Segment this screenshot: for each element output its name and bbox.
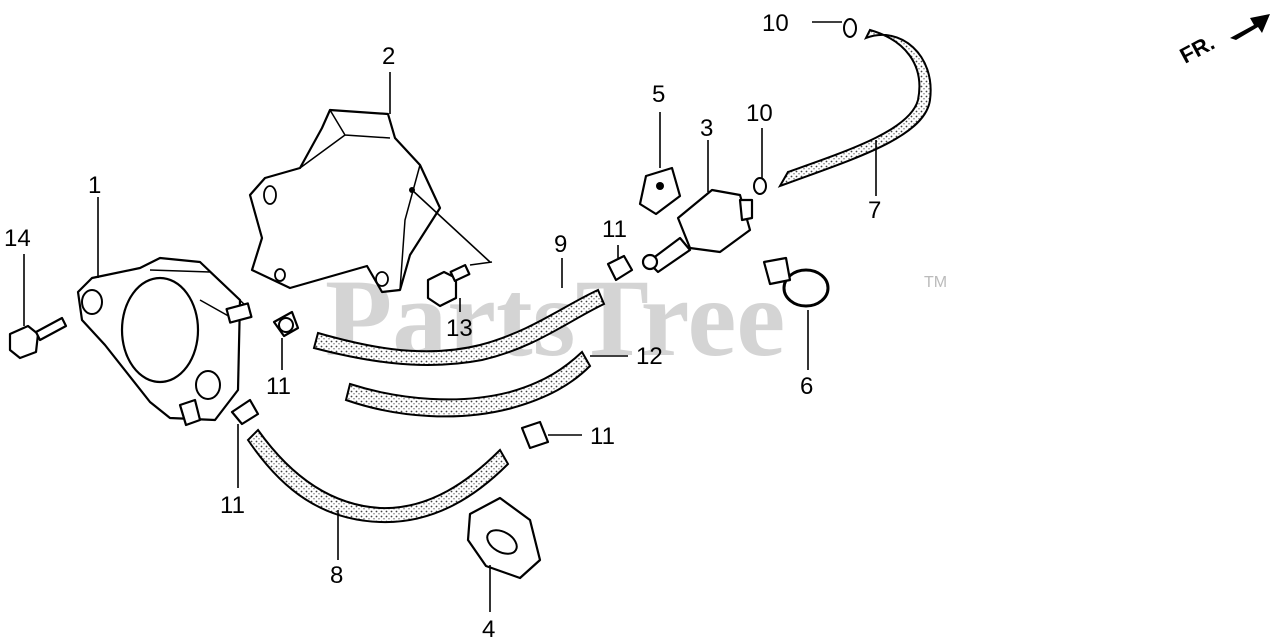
callout-11-right: 11	[590, 423, 615, 450]
callout-5: 5	[652, 81, 665, 108]
part-12-tube	[344, 350, 592, 418]
part-8-tube	[246, 428, 510, 524]
leader-lines	[23, 21, 877, 612]
callout-14: 14	[4, 225, 31, 252]
direction-label: FR.	[1176, 30, 1219, 69]
callout-9: 9	[554, 231, 567, 258]
part-11-clip-lower-left	[230, 398, 260, 426]
part-7-tube	[777, 28, 932, 188]
callout-11-lower-left: 11	[220, 492, 245, 519]
callout-1: 1	[88, 172, 101, 199]
part-4-grommet	[466, 496, 542, 580]
callout-12: 12	[636, 343, 663, 370]
part-10-clip-mid	[753, 177, 767, 195]
trademark: TM	[924, 274, 947, 291]
part-11-clip-right	[520, 420, 550, 450]
callout-10-top: 10	[762, 10, 789, 37]
callout-6: 6	[800, 373, 813, 400]
callout-11-upper-left: 11	[266, 373, 291, 400]
part-11-clip-upper-left	[272, 310, 300, 338]
part-11-clip-center	[606, 254, 634, 282]
callout-13: 13	[446, 315, 473, 342]
arrow-icon	[1230, 14, 1270, 40]
callout-11-center: 11	[602, 216, 627, 243]
front-direction-indicator: FR.	[1176, 14, 1270, 68]
part-1-fuel-pump	[76, 256, 253, 427]
part-13-bolt	[411, 189, 493, 308]
callout-2: 2	[382, 43, 395, 70]
callout-4: 4	[482, 616, 495, 643]
part-2-bracket	[248, 108, 442, 294]
part-14-bolt	[8, 316, 68, 360]
callout-7: 7	[868, 197, 881, 224]
part-10-clip-top	[843, 18, 857, 38]
part-9-tube	[312, 288, 606, 366]
callout-3: 3	[700, 115, 713, 142]
part-3-fuel-filter	[641, 188, 754, 274]
callout-8: 8	[330, 562, 343, 589]
part-6-clamp	[762, 256, 830, 308]
callout-10-mid: 10	[746, 100, 773, 127]
part-5-clip	[638, 166, 682, 216]
